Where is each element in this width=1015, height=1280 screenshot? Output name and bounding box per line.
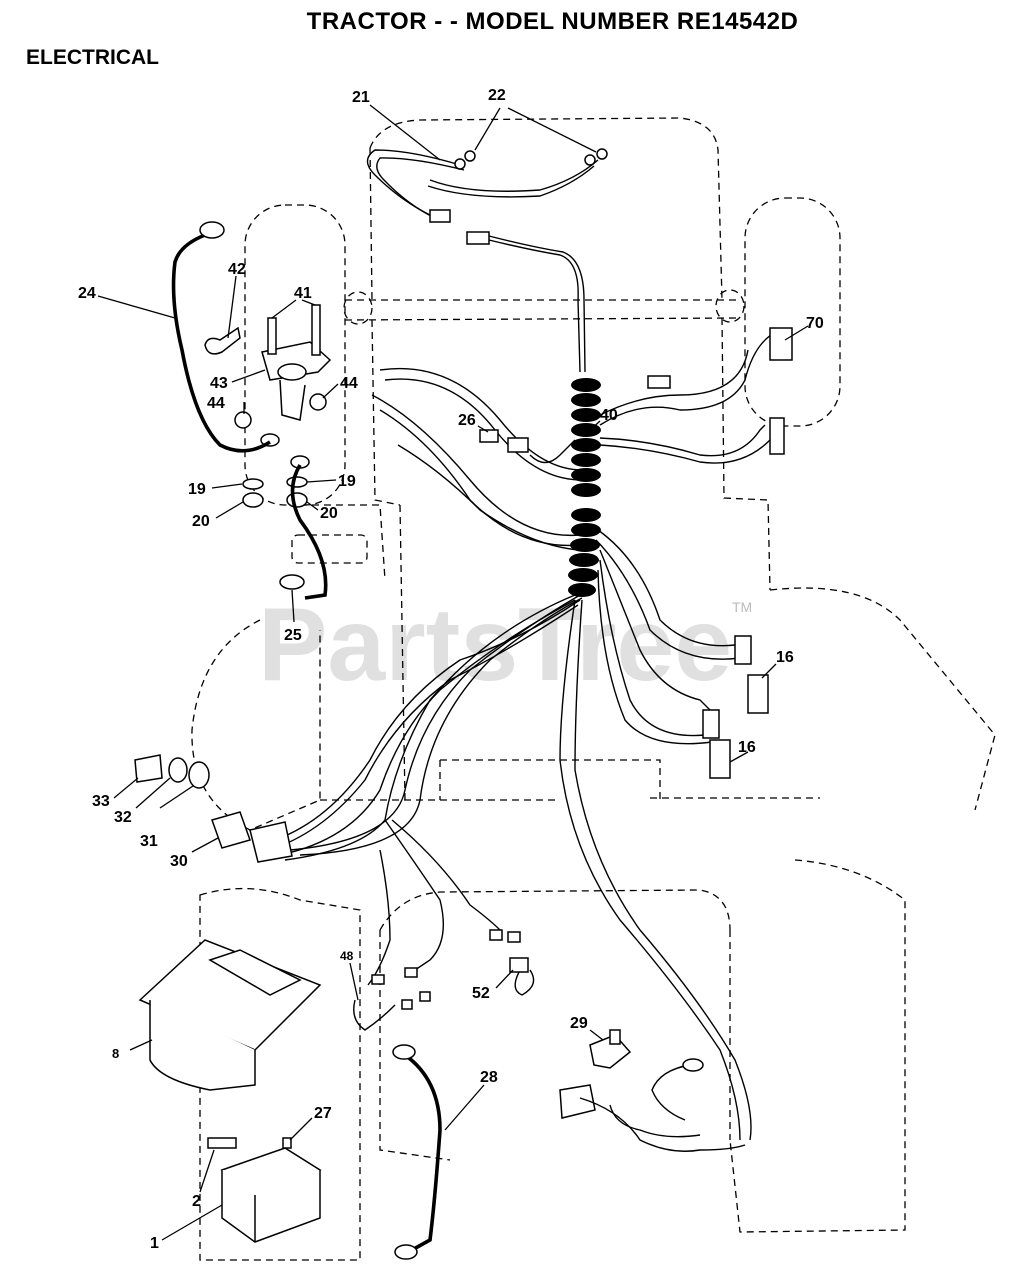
callout-32: 32 bbox=[114, 809, 132, 826]
callout-2: 2 bbox=[192, 1193, 201, 1210]
harness-coil-wrap bbox=[568, 378, 601, 597]
callout-20-left: 20 bbox=[192, 513, 210, 530]
callout-19-left: 19 bbox=[188, 481, 206, 498]
callout-44-right: 44 bbox=[340, 375, 358, 392]
callout-19-right: 19 bbox=[338, 473, 356, 490]
callout-21: 21 bbox=[352, 89, 370, 106]
callout-labels: 21 22 24 42 41 43 44 44 70 26 40 19 19 2… bbox=[78, 87, 824, 1252]
battery bbox=[207, 1137, 322, 1243]
battery-box bbox=[138, 939, 322, 1091]
section-label: ELECTRICAL bbox=[26, 46, 159, 69]
ignition-switch bbox=[134, 754, 293, 863]
callout-52: 52 bbox=[472, 985, 490, 1002]
callout-33: 33 bbox=[92, 793, 110, 810]
callout-1: 1 bbox=[150, 1235, 159, 1252]
callout-42: 42 bbox=[228, 261, 246, 278]
callout-43: 43 bbox=[210, 375, 228, 392]
callout-29: 29 bbox=[570, 1015, 588, 1032]
callout-8: 8 bbox=[112, 1046, 119, 1061]
headlight-harness bbox=[366, 148, 608, 373]
callout-44-left: 44 bbox=[207, 395, 225, 412]
callout-16-lower: 16 bbox=[738, 739, 756, 756]
callout-20-right: 20 bbox=[320, 505, 338, 522]
watermark: PartsTree bbox=[258, 587, 732, 703]
callout-41: 41 bbox=[294, 285, 312, 302]
tractor-outline bbox=[191, 117, 996, 1261]
watermark-tm: TM bbox=[732, 599, 752, 615]
callout-24: 24 bbox=[78, 285, 96, 302]
callout-48: 48 bbox=[340, 949, 354, 963]
callout-27: 27 bbox=[314, 1105, 332, 1122]
diagram-title: TRACTOR - - MODEL NUMBER RE14542D bbox=[306, 8, 799, 35]
battery-cables bbox=[171, 221, 442, 1260]
main-harness-loom bbox=[274, 327, 793, 1141]
callout-70: 70 bbox=[806, 315, 824, 332]
callout-31: 31 bbox=[140, 833, 158, 850]
callout-25: 25 bbox=[284, 627, 302, 644]
callout-40: 40 bbox=[600, 407, 618, 424]
callout-22: 22 bbox=[488, 87, 506, 104]
seat-switch bbox=[559, 1029, 746, 1152]
callout-28: 28 bbox=[480, 1069, 498, 1086]
leader-lines bbox=[97, 104, 809, 1241]
callout-30: 30 bbox=[170, 853, 188, 870]
callout-16-upper: 16 bbox=[776, 649, 794, 666]
callout-26: 26 bbox=[458, 412, 476, 429]
